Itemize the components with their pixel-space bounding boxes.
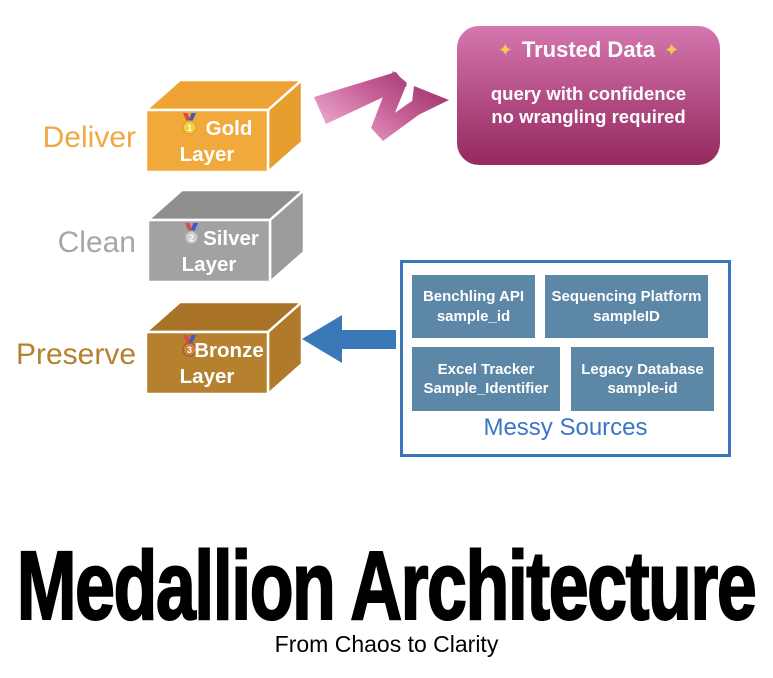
trusted-data-title: ✦ Trusted Data ✦ [457,39,720,61]
layer-label-line2: Layer [182,253,237,276]
source-box-sequencing-platform: Sequencing Platform sampleID [545,275,708,338]
source-box-legacy-database: Legacy Database sample-id [571,347,714,411]
trusted-data-card: ✦ Trusted Data ✦ query with confidence n… [457,26,720,165]
source-name: Excel Tracker [437,360,535,378]
gold-medal-icon: 1 [182,113,197,135]
action-label-deliver: Deliver [42,121,136,154]
box-front-face [144,108,270,174]
medal-rank: 1 [187,123,192,133]
left-arrow-shape [302,315,396,363]
medal-coin [182,120,197,135]
medal-coin [182,342,197,357]
zigzag-arrow-shape [314,71,449,141]
bronze-layer-box: 3 Bronze Layer [144,300,304,396]
trusted-data-body: query with confidence no wrangling requi… [457,82,720,128]
trusted-body-line2: no wrangling required [491,106,686,128]
layer-label-line1: Gold [206,117,253,140]
messy-sources-label: Messy Sources [483,414,648,441]
action-label-preserve: Preserve [15,338,136,371]
source-name: Benchling API [422,288,525,305]
layer-label-line2: Layer [180,365,235,388]
source-field: sample-id [607,380,678,397]
medal-ribbon-right [190,223,198,232]
box-front-face [144,330,270,396]
source-box-excel-tracker: Excel Tracker Sample_Identifier [412,347,560,411]
poster-title-wrap: Medallion Architecture [0,531,773,640]
medal-ribbon-right [188,335,196,344]
action-label-clean: Clean [57,226,136,259]
source-box-benchling-api: Benchling API sample_id [412,275,535,338]
trusted-title-text: Trusted Data [521,37,656,62]
messy-sources-panel: Benchling API sample_id Sequencing Platf… [400,260,731,457]
source-name: Legacy Database [581,360,704,378]
medal-rank: 2 [189,233,194,243]
bronze-medal-icon: 3 [182,335,197,357]
medal-rank: 3 [187,345,192,355]
trusted-body-line1: query with confidence [490,83,687,104]
gold-layer-box: 1 Gold Layer [144,78,304,174]
layer-label-line2: Layer [180,143,235,166]
silver-layer-box: 2 Silver Layer [146,188,306,284]
medal-coin [184,230,199,245]
sparkles-icon: ✦ [664,40,680,60]
box-front-face [146,218,272,284]
zigzag-arrow-icon [314,71,449,141]
sparkles-icon: ✦ [497,40,513,60]
layer-label-line1: Bronze [194,339,263,362]
silver-medal-icon: 2 [184,223,199,245]
medal-ribbon-right [188,113,196,122]
left-arrow-icon [302,315,396,363]
poster-title: Medallion Architecture [16,531,758,640]
layer-label-line1: Silver [203,227,259,250]
source-field: sampleID [593,307,660,325]
source-name: Sequencing Platform [551,288,702,305]
poster-subtitle: From Chaos to Clarity [274,631,499,657]
source-field: Sample_Identifier [423,380,549,397]
source-field: sample_id [436,307,511,325]
